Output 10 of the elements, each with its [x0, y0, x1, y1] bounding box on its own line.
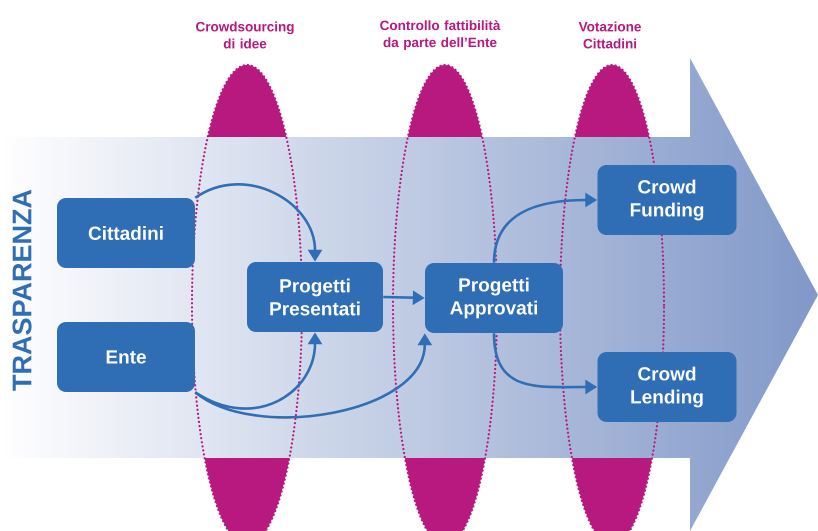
- process-box: Cittadini: [57, 198, 195, 268]
- stage-label: Controllo fattibilità da parte dell’Ente: [380, 20, 500, 50]
- vertical-title: TRASPARENZA: [12, 190, 32, 391]
- process-box: Crowd Funding: [598, 165, 736, 235]
- process-box: Progetti Presentati: [247, 262, 383, 332]
- process-box: Ente: [57, 322, 195, 392]
- stage-label: Crowdsourcing di idee: [196, 22, 294, 48]
- process-box: Crowd Lending: [598, 352, 736, 422]
- process-box: Progetti Approvati: [425, 263, 563, 333]
- stage-label: Votazione Cittadini: [578, 22, 641, 48]
